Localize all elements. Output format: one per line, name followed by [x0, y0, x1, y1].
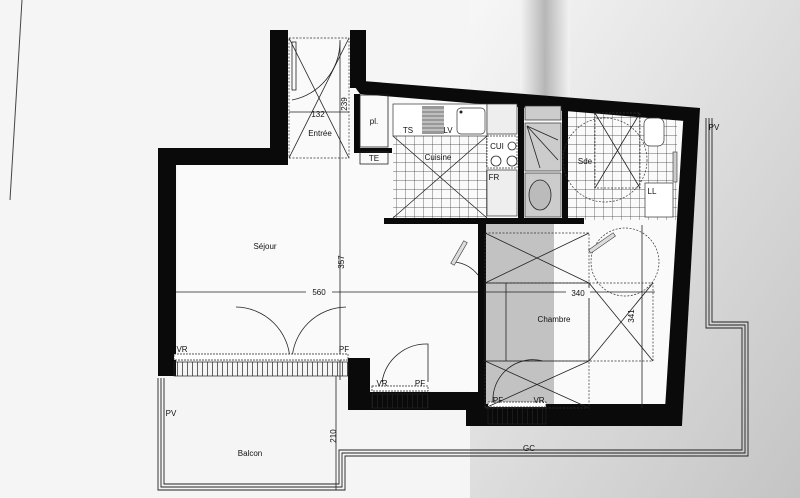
fixture-ts: TS: [403, 126, 413, 135]
window-rails: [173, 353, 547, 425]
room-label-balcon: Balcon: [238, 449, 262, 458]
fixture-cui: CUI: [490, 142, 504, 151]
room-label-sde: Sde: [578, 157, 593, 166]
dim-sejour-width: 560: [312, 288, 326, 297]
label-gc: GC: [523, 444, 535, 453]
label-vr-small: VR: [376, 379, 387, 388]
dim-chambre-width: 340: [571, 289, 585, 298]
room-label-chambre: Chambre: [538, 315, 571, 324]
label-pv-right: PV: [709, 123, 720, 132]
room-label-sejour: Séjour: [253, 242, 276, 251]
chambre-room: [484, 225, 660, 409]
dim-sejour-depth: 357: [337, 255, 346, 269]
fixture-fr: FR: [489, 173, 500, 182]
placard-closet: [359, 94, 389, 148]
dim-entree-depth: 239: [340, 97, 349, 111]
room-label-te: TE: [369, 154, 379, 163]
balcony-outline: [157, 118, 749, 491]
room-label-entree: Entrée: [308, 129, 332, 138]
label-pf-chambre: PF: [493, 396, 503, 405]
fixture-ll: LL: [648, 187, 657, 196]
te-box: [359, 151, 389, 165]
walls: [158, 30, 700, 426]
dim-entree-width: 132: [311, 110, 325, 119]
room-label-cuisine: Cuisine: [425, 153, 452, 162]
kitchen-counter: [392, 103, 518, 219]
label-vr-chambre: VR: [533, 396, 544, 405]
room-label-placard: pl.: [370, 117, 378, 126]
fixture-lv: LV: [443, 126, 453, 135]
sde-room: [562, 112, 678, 218]
label-pv-left: PV: [166, 409, 177, 418]
dim-balcon-depth: 210: [329, 429, 338, 443]
label-pf-small: PF: [415, 379, 425, 388]
label-vr-sejour: VR: [176, 345, 187, 354]
entree-room: [288, 37, 350, 380]
dim-chambre-depth: 341: [627, 309, 636, 323]
shower-and-sink: [524, 105, 562, 218]
label-pf-sejour: PF: [339, 345, 349, 354]
